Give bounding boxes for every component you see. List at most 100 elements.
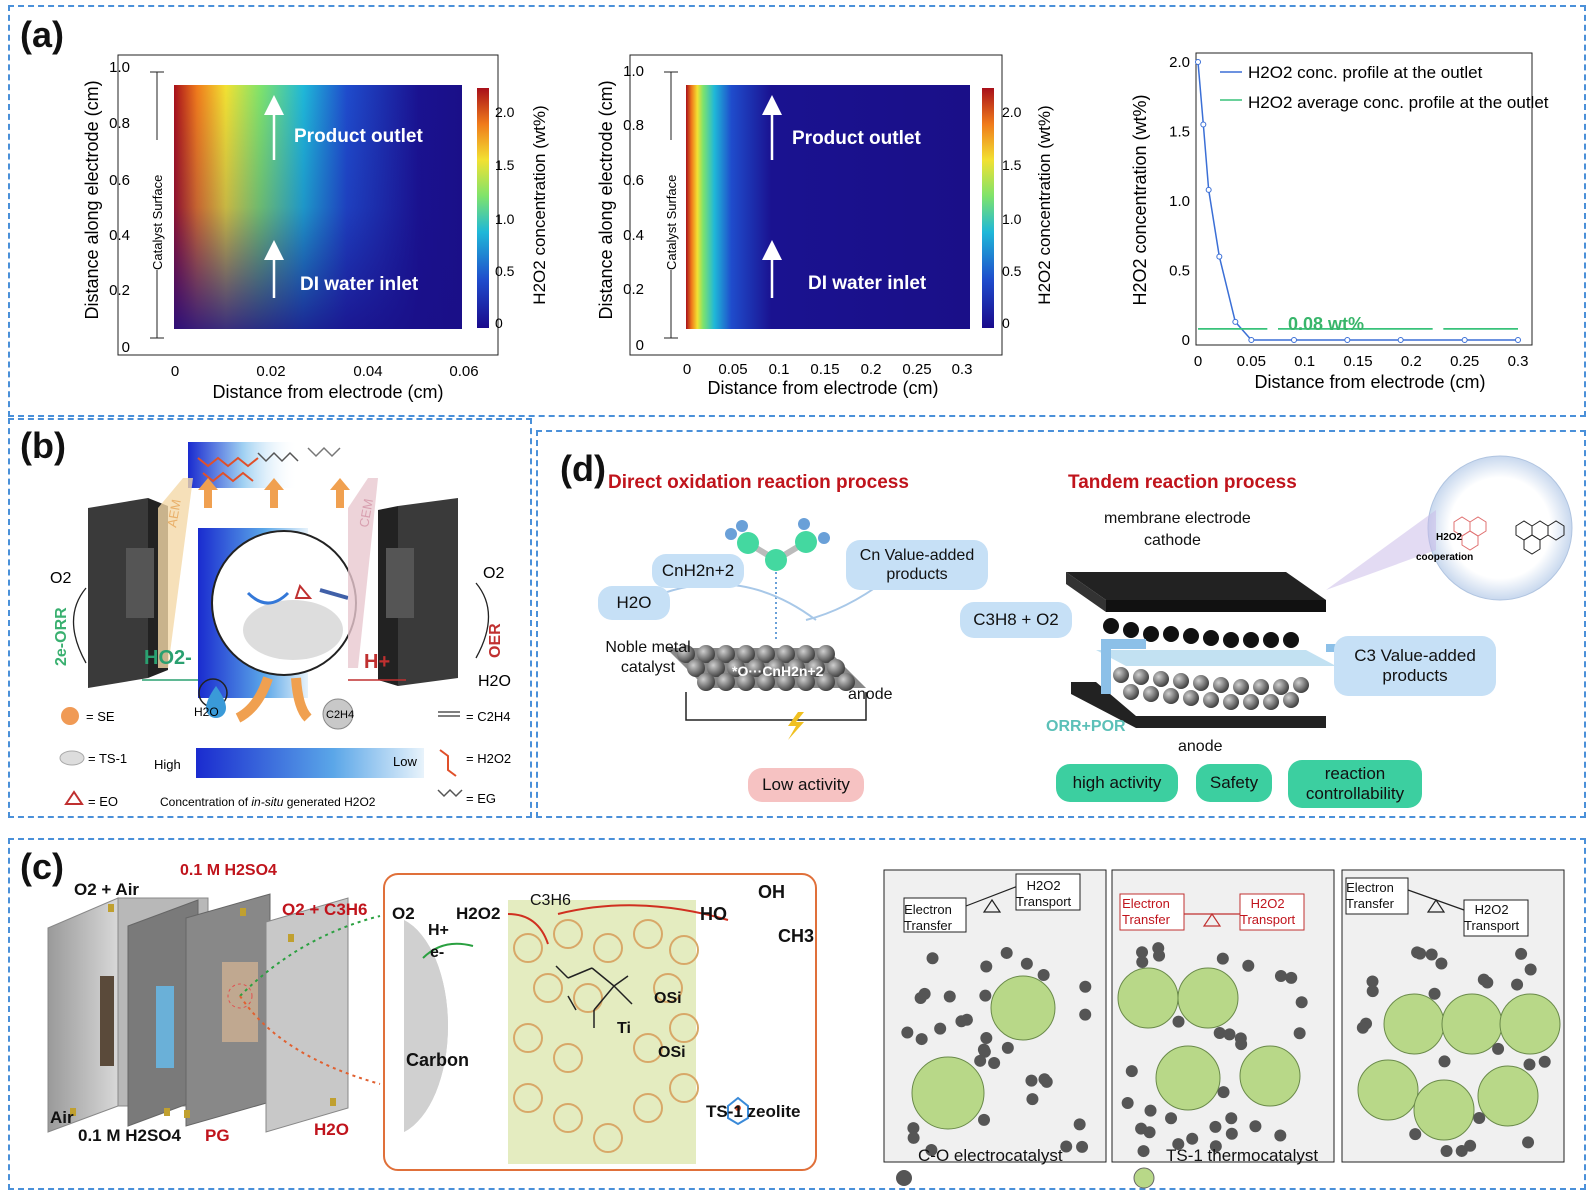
bubble-h2o2: H2O2 bbox=[1436, 532, 1463, 543]
co-particle bbox=[1522, 1136, 1535, 1149]
co-particle bbox=[1366, 985, 1379, 998]
co-particle bbox=[1293, 1027, 1306, 1040]
legend-conc-italic: in-situ bbox=[251, 795, 283, 809]
plot2-xtick: 0 bbox=[683, 361, 691, 378]
legend-ts1: = TS-1 bbox=[88, 751, 127, 766]
plot2-outlet-label: Product outlet bbox=[792, 128, 921, 149]
panel-d-diagram: *O···CnH2n+2 H2O2 cooperation bbox=[645, 455, 1573, 740]
plot2-ytick: 0.2 bbox=[623, 281, 644, 298]
co-particle bbox=[1425, 948, 1438, 961]
plot1-xtick: 0.02 bbox=[256, 363, 285, 380]
co-particle bbox=[1079, 1008, 1092, 1021]
co-particle bbox=[1428, 987, 1441, 1000]
co-particle bbox=[907, 1122, 920, 1135]
co-particle bbox=[1136, 946, 1149, 959]
linechart-ytick: 0.5 bbox=[1169, 263, 1190, 280]
plot2-xtick: 0.15 bbox=[810, 361, 839, 378]
plot2-ctick: 1.5 bbox=[1002, 157, 1022, 173]
plot1-outlet-label: Product outlet bbox=[294, 126, 423, 147]
co-particle bbox=[980, 1032, 993, 1045]
co-particle bbox=[1481, 976, 1494, 989]
bubble-cooperation: cooperation bbox=[1416, 552, 1473, 563]
zoom-ho: HO bbox=[700, 904, 727, 924]
plot2-ctick: 2.0 bbox=[1002, 104, 1022, 120]
co-particle bbox=[1172, 1138, 1185, 1151]
box3-right: H2O2 Transport bbox=[1464, 902, 1520, 933]
co-particle bbox=[1216, 952, 1229, 965]
linechart-xtick: 0 bbox=[1194, 353, 1202, 370]
linechart-xtick: 0.2 bbox=[1401, 353, 1422, 370]
ho2-label: HO2- bbox=[144, 647, 192, 669]
legend-se: = SE bbox=[86, 709, 115, 724]
plot1-xlabel: Distance from electrode (cm) bbox=[212, 382, 443, 402]
co-particle bbox=[980, 960, 993, 973]
linechart-series bbox=[1195, 59, 1521, 343]
co-particle bbox=[1511, 978, 1524, 991]
zoom-o2: O2 bbox=[392, 904, 415, 923]
co-particle bbox=[1249, 1120, 1262, 1133]
plot1-ctick: 1.5 bbox=[495, 157, 515, 173]
legend-c2h4: = C2H4 bbox=[466, 709, 510, 724]
co-particle bbox=[918, 987, 931, 1000]
co-particle bbox=[1144, 1104, 1157, 1117]
co-particle bbox=[1025, 1074, 1038, 1087]
co-particle bbox=[1038, 1073, 1051, 1086]
legend-conc-suffix: generated H2O2 bbox=[283, 795, 375, 809]
legend-high: High bbox=[154, 757, 181, 772]
linechart-xtick: 0.25 bbox=[1450, 353, 1479, 370]
tandem-cell bbox=[1066, 572, 1336, 728]
co-particle bbox=[1001, 1041, 1014, 1054]
co-particle bbox=[1143, 1126, 1156, 1139]
panel-c bbox=[8, 838, 1586, 1190]
ts1-particle bbox=[990, 975, 1056, 1041]
linechart-ytick: 1.5 bbox=[1169, 124, 1190, 141]
panel-a-label: (a) bbox=[20, 14, 64, 55]
zoom-carbon: Carbon bbox=[406, 1050, 469, 1070]
co-particle bbox=[1186, 1132, 1199, 1145]
co-particle bbox=[1515, 947, 1528, 960]
co-particle bbox=[1440, 1145, 1453, 1158]
plot1-ylabel: Distance along electrode (cm) bbox=[82, 80, 102, 319]
outlet-profile-point bbox=[1344, 337, 1351, 343]
hplus-label: H+ bbox=[364, 651, 390, 673]
linechart-annotation: 0.08 wt% bbox=[1288, 314, 1364, 334]
aem-label: AEM bbox=[164, 498, 184, 528]
co-particle bbox=[915, 1033, 928, 1046]
plot1-xtick: 0.04 bbox=[353, 363, 382, 380]
c-o2-air: O2 + Air bbox=[74, 880, 140, 899]
zoom-ti: Ti bbox=[617, 1020, 631, 1037]
panel-d-label: (d) bbox=[560, 448, 606, 489]
c-h2so4-top: 0.1 M H2SO4 bbox=[180, 862, 277, 879]
ts1-particle bbox=[1239, 1045, 1301, 1107]
panel-b-diagram: AEM CEM O2 2e-ORR HO2- O2 OER H+ H2O H2O… bbox=[50, 442, 511, 809]
co-particle bbox=[901, 1026, 914, 1039]
ts1-particle bbox=[1177, 967, 1239, 1029]
plot1-xtick: 0.06 bbox=[449, 363, 478, 380]
linechart-xtick: 0.05 bbox=[1237, 353, 1266, 370]
co-particle bbox=[1356, 1021, 1369, 1034]
outlet-profile-point bbox=[1248, 337, 1255, 343]
co-particle bbox=[1213, 1027, 1226, 1040]
b-o2-right: O2 bbox=[483, 565, 504, 582]
outlet-profile-point bbox=[1200, 121, 1207, 128]
anode-right-label: anode bbox=[1178, 738, 1223, 755]
box1-right: H2O2 Transport bbox=[1016, 878, 1072, 909]
outlet-profile-point bbox=[1515, 337, 1521, 343]
zoom-c3h6: C3H6 bbox=[530, 892, 571, 909]
plot1-ytick: 0.6 bbox=[109, 172, 130, 189]
linechart-xtick: 0.15 bbox=[1343, 353, 1372, 370]
heatmap-plot-1: Product outlet DI water inlet Catalyst S… bbox=[82, 54, 1054, 402]
co-particle bbox=[1152, 942, 1165, 955]
plot1-ctick: 2.0 bbox=[495, 104, 515, 120]
legend-conc-prefix: Concentration of bbox=[160, 795, 251, 809]
co-particle bbox=[907, 1131, 920, 1144]
co-particle bbox=[1295, 996, 1308, 1009]
zoom-e: e- bbox=[430, 944, 445, 961]
legend-ts1-thermocatalyst: TS-1 thermocatalyst bbox=[1166, 1146, 1319, 1165]
c-pg: PG bbox=[205, 1126, 230, 1145]
ts1-particle bbox=[1155, 1045, 1221, 1111]
plot2-xtick: 0.1 bbox=[769, 361, 790, 378]
co-particle bbox=[955, 1015, 968, 1028]
legend-h2o2: = H2O2 bbox=[466, 751, 511, 766]
co-particle bbox=[1060, 1140, 1073, 1153]
